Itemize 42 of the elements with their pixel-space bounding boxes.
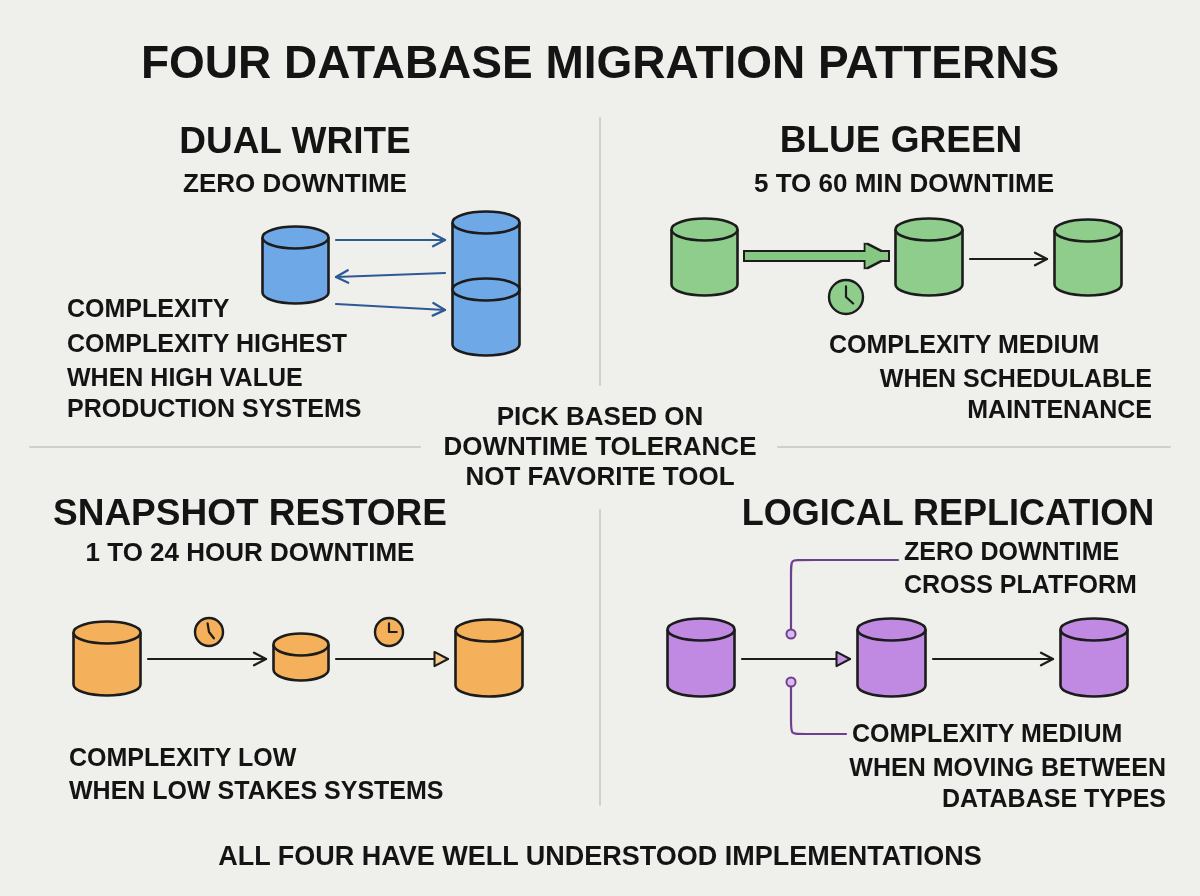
section-heading: BLUE GREEN [779,119,1023,161]
database-cylinder [1059,617,1129,698]
annotation-text: ZERO DOWNTIME CROSS PLATFORM [904,534,1146,601]
database-cylinder [894,217,964,297]
section-heading: LOGICAL REPLICATION [741,494,1155,532]
note-text: WHEN SCHEDULABLE MAINTENANCE [878,362,1152,425]
downtime-label: 1 TO 24 HOUR DOWNTIME [85,536,415,568]
database-cylinder [856,617,927,698]
database-cylinder [451,210,521,277]
section-heading: DUAL WRITE [179,120,411,162]
leader-line [785,676,848,736]
downtime-label: ZERO DOWNTIME [183,167,407,199]
note-text: COMPLEXITY HIGHEST [67,327,348,359]
note-text: WHEN MOVING BETWEEN DATABASE TYPES [848,751,1166,814]
note-text: COMPLEXITY LOW [69,741,297,773]
arrow [146,651,268,667]
annotation-text: COMPLEXITY MEDIUM [852,716,1123,750]
note-text: COMPLEXITY [67,292,230,324]
arrow [334,269,447,284]
database-cylinder [666,617,736,698]
database-cylinder [272,632,330,682]
note-text: WHEN LOW STAKES SYSTEMS [69,774,444,806]
title: FOUR DATABASE MIGRATION PATTERNS [140,35,1060,89]
database-cylinder [454,618,524,698]
arrow [334,301,447,317]
note-text: COMPLEXITY MEDIUM [829,328,1100,360]
arrow [334,232,447,248]
database-cylinder [72,620,142,697]
leader-line [785,558,900,640]
caption: ALL FOUR HAVE WELL UNDERSTOOD IMPLEMENTATIONS [218,840,982,873]
database-cylinder [1053,218,1123,297]
section-heading: SNAPSHOT RESTORE [53,494,447,532]
database-cylinder [670,217,739,297]
note-text: WHEN HIGH VALUE PRODUCTION SYSTEMS [67,361,363,424]
arrow [740,650,852,668]
arrow [968,251,1049,267]
arrow [334,650,450,668]
downtime-label: 5 TO 60 MIN DOWNTIME [754,167,1054,199]
database-cylinder [451,277,521,357]
center-note: PICK BASED ON DOWNTIME TOLERANCE NOT FAVORITE TOOL [442,401,758,491]
database-cylinder [261,225,330,305]
arrow [931,651,1055,667]
